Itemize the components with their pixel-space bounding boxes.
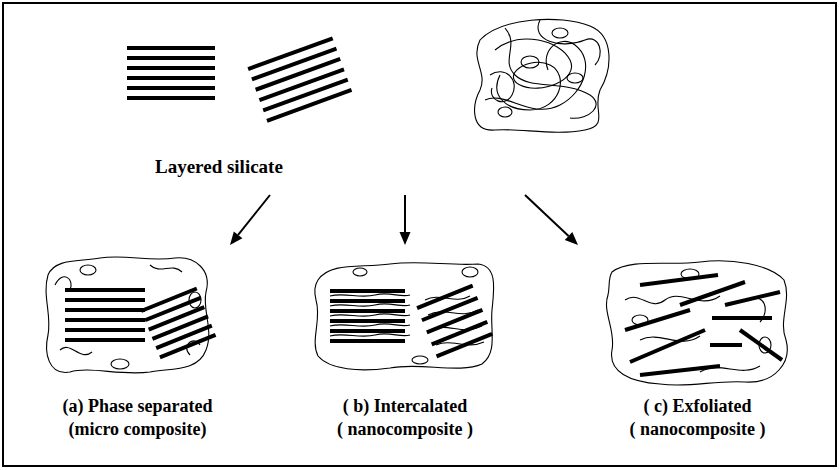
caption-heading: ( c) Exfoliated (644, 395, 752, 418)
silicate-stack (65, 290, 145, 340)
arrow-connector (525, 195, 569, 236)
polymer-coil (475, 19, 609, 132)
caption-heading: ( b) Intercalated (343, 395, 468, 418)
silicate-sheet (625, 275, 782, 375)
polymer-matrix (315, 263, 494, 370)
silicate-stack-tilted (141, 289, 215, 358)
silicate-stack (127, 48, 215, 98)
polymer-matrix (46, 257, 209, 373)
silicate-stack-tilted (248, 38, 351, 120)
caption-subtitle: ( nanocomposite ) (630, 418, 766, 441)
silicate-group: Layered silicate (120, 15, 650, 195)
caption-subtitle: ( nanocomposite ) (337, 418, 473, 441)
caption-heading: Layered silicate (155, 155, 283, 179)
caption-heading: (a) Phase separated (63, 395, 213, 418)
composite-group: ( c) Exfoliated( nanocomposite ) (590, 245, 805, 460)
arrow-connector (404, 195, 406, 232)
silicate-stack-expanded (330, 291, 405, 341)
arrowhead (230, 231, 242, 245)
caption-subtitle: (micro composite) (68, 418, 206, 441)
polymer-matrix (606, 261, 787, 385)
arrowhead (400, 232, 411, 245)
silicate-stack-tilted (417, 286, 492, 357)
composite-group: ( b) Intercalated( nanocomposite ) (300, 245, 510, 460)
composite-group: (a) Phase separated(micro composite) (30, 245, 245, 460)
arrow-connector (238, 195, 270, 235)
outer-frame (3, 3, 836, 466)
